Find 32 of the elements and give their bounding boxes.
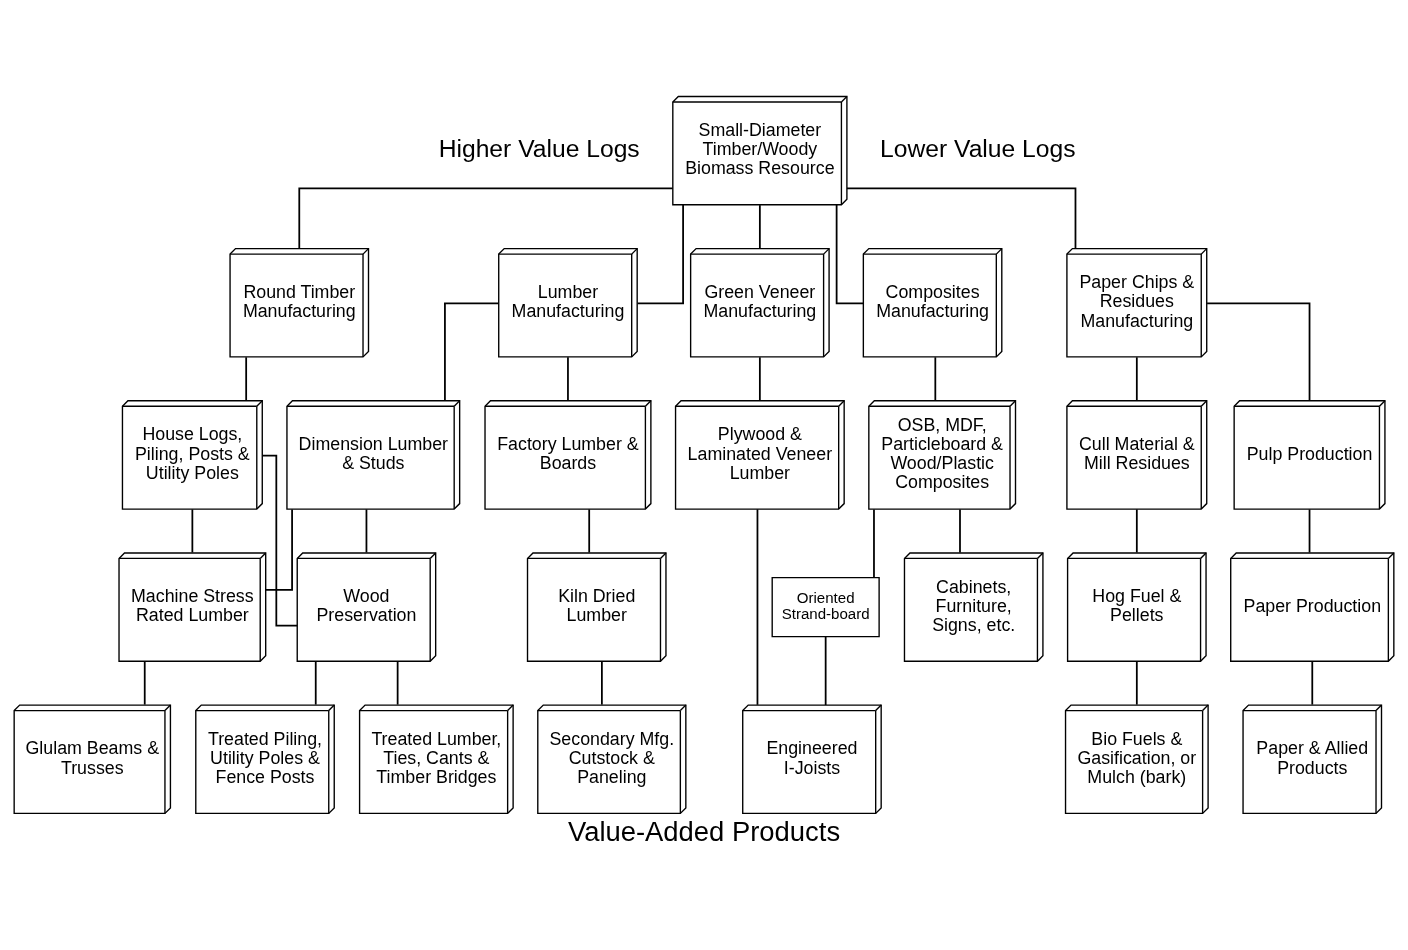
connector: [191, 508, 194, 553]
node-box: Oriented Strand-board: [771, 576, 880, 637]
connector: [1135, 508, 1138, 553]
connector: [396, 660, 399, 705]
connector: [245, 355, 248, 401]
connector: [143, 660, 146, 705]
label: Higher Value Logs: [438, 134, 640, 162]
caption: Value-Added Products: [567, 815, 841, 847]
connector: [758, 355, 761, 401]
connector: [636, 203, 684, 304]
connector: [934, 355, 937, 401]
connector: [1308, 508, 1311, 553]
connector: [365, 508, 368, 553]
connector: [298, 186, 674, 249]
connector: [601, 660, 603, 705]
connector: [758, 203, 761, 249]
connector: [1135, 355, 1138, 401]
connector: [1311, 660, 1314, 705]
connector: [846, 186, 1077, 249]
connector: [824, 635, 827, 706]
connector: [567, 355, 569, 401]
connector: [1135, 660, 1138, 705]
connector: [873, 508, 875, 578]
connector: [265, 508, 293, 591]
connector: [588, 508, 591, 553]
connector: [756, 507, 759, 706]
connector: [835, 203, 865, 304]
connector: [1206, 302, 1311, 402]
label: Lower Value Logs: [880, 134, 1076, 162]
connector: [314, 660, 317, 705]
connector: [959, 508, 961, 553]
connector: [444, 302, 500, 402]
